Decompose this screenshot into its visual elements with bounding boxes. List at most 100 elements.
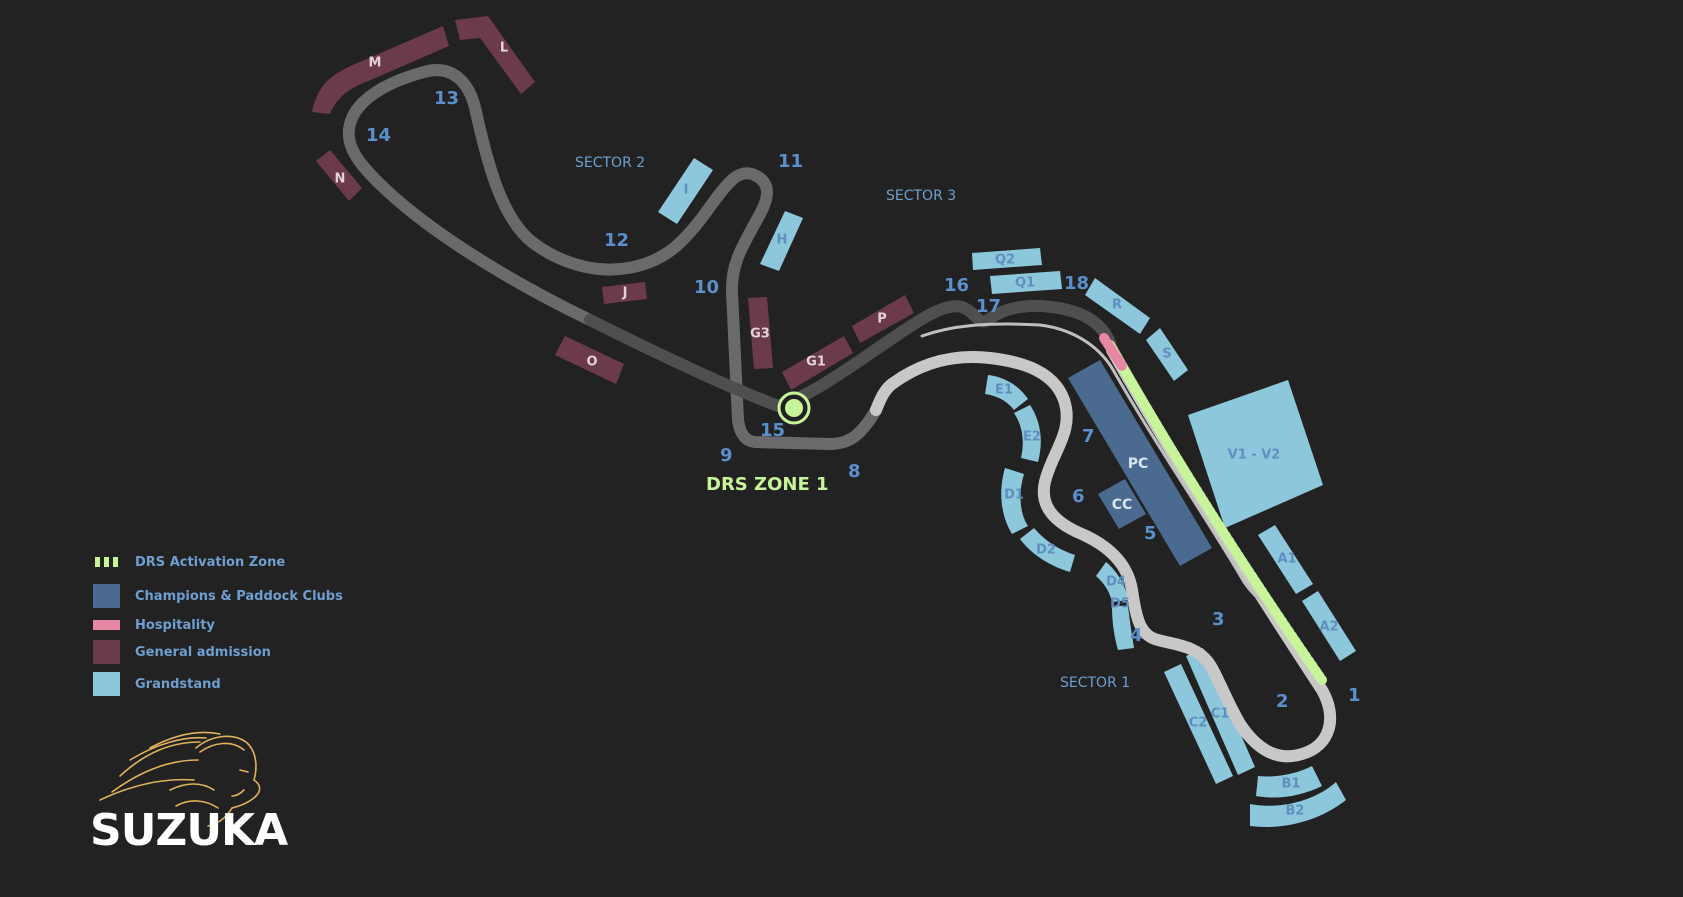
track-sector-2 xyxy=(342,64,882,450)
club-areas xyxy=(1068,360,1212,566)
grandstand-labels: A1 A2 B1 B2 C1 C2 D1 D2 D4 D5 E1 E2 H I … xyxy=(684,183,1339,819)
grandstand-a1[interactable] xyxy=(1258,525,1313,594)
ga-area-g3[interactable] xyxy=(748,297,773,369)
turn-11: 11 xyxy=(778,151,803,172)
ga-area-o[interactable] xyxy=(555,336,624,384)
grandstand-q2[interactable] xyxy=(972,248,1042,270)
legend-item-drs: DRS Activation Zone xyxy=(93,550,285,574)
turn-10: 10 xyxy=(694,277,719,298)
grandstand-c1[interactable] xyxy=(1186,648,1255,775)
drs-swatch-icon xyxy=(95,557,118,567)
stand-label-a1: A1 xyxy=(1277,552,1296,567)
stand-label-d5: D5 xyxy=(1110,597,1130,612)
stand-label-d1: D1 xyxy=(1004,488,1024,503)
sector-3-label: SECTOR 3 xyxy=(886,188,956,204)
club-label-cc: CC xyxy=(1112,497,1133,513)
grandstand-e2[interactable] xyxy=(1014,405,1041,462)
grandstand-b1[interactable] xyxy=(1256,766,1322,798)
legend-label: Champions & Paddock Clubs xyxy=(135,588,343,604)
grandstand-c2[interactable] xyxy=(1164,664,1233,784)
grandstand-swatch xyxy=(93,672,120,696)
legend-label: General admission xyxy=(135,644,271,660)
ga-area-n[interactable] xyxy=(316,150,362,201)
ga-label-j: J xyxy=(622,286,628,301)
grandstand-a2[interactable] xyxy=(1302,591,1356,661)
turn-7: 7 xyxy=(1082,426,1095,447)
sector-1-label: SECTOR 1 xyxy=(1060,675,1130,691)
sector-2-label: SECTOR 2 xyxy=(575,155,645,171)
turn-18: 18 xyxy=(1064,273,1089,294)
track xyxy=(342,64,1337,763)
grandstand-areas xyxy=(658,158,1356,827)
stand-label-e2: E2 xyxy=(1023,430,1041,445)
track-sector-3 xyxy=(584,299,1118,412)
stand-label-e1: E1 xyxy=(995,383,1013,398)
grandstand-v1-v2[interactable] xyxy=(1188,380,1323,528)
legend-item-general-admission: General admission xyxy=(93,640,271,664)
turn-1: 1 xyxy=(1348,685,1361,706)
turn-5: 5 xyxy=(1144,523,1157,544)
grandstand-q1[interactable] xyxy=(990,271,1062,294)
ga-area-l[interactable] xyxy=(455,16,535,94)
club-label-pc: PC xyxy=(1128,456,1149,472)
champions-club-cc[interactable] xyxy=(1098,479,1146,529)
hospitality-swatch xyxy=(93,620,120,630)
grandstand-d5[interactable] xyxy=(1112,606,1134,650)
grandstand-s[interactable] xyxy=(1146,328,1188,381)
stand-label-v1-v2: V1 - V2 xyxy=(1228,448,1281,463)
ga-label-l: L xyxy=(500,41,508,56)
paddock-club-pc[interactable] xyxy=(1068,360,1212,566)
stand-label-b2: B2 xyxy=(1286,804,1305,819)
stand-label-d2: D2 xyxy=(1036,543,1056,558)
ga-label-m: M xyxy=(369,56,382,71)
turn-15: 15 xyxy=(760,420,785,441)
drs-zone-label: DRS ZONE 1 xyxy=(706,474,829,495)
stand-label-i: I xyxy=(684,183,689,198)
legend-label: DRS Activation Zone xyxy=(135,554,286,570)
stand-label-d4: D4 xyxy=(1106,575,1126,590)
legend-label: Hospitality xyxy=(135,617,215,633)
general-admission-areas xyxy=(312,16,914,390)
stand-label-r: R xyxy=(1112,298,1122,313)
grandstand-d1[interactable] xyxy=(1001,468,1028,534)
turn-3: 3 xyxy=(1212,609,1225,630)
turn-8: 8 xyxy=(848,461,861,482)
stand-label-q2: Q2 xyxy=(995,253,1015,268)
ga-label-o: O xyxy=(586,355,597,370)
stand-label-q1: Q1 xyxy=(1015,276,1035,291)
stand-label-b1: B1 xyxy=(1282,777,1301,792)
turn-9: 9 xyxy=(720,445,733,466)
grandstand-r[interactable] xyxy=(1085,278,1150,334)
turn-2: 2 xyxy=(1276,691,1289,712)
ga-area-g1[interactable] xyxy=(782,336,853,390)
grandstand-h[interactable] xyxy=(760,211,803,271)
grandstand-i[interactable] xyxy=(658,158,713,224)
grandstand-d4[interactable] xyxy=(1096,562,1128,602)
turn-16: 16 xyxy=(944,275,969,296)
circuit-title: SUZUKA xyxy=(90,805,288,856)
ga-area-j[interactable] xyxy=(602,282,647,304)
legend-label: Grandstand xyxy=(135,676,221,692)
turn-12: 12 xyxy=(604,230,629,251)
grandstand-b2[interactable] xyxy=(1250,782,1346,827)
ga-label-g3: G3 xyxy=(750,327,770,342)
grandstand-e1[interactable] xyxy=(985,375,1028,410)
pit-lane xyxy=(920,322,1278,618)
turn-17: 17 xyxy=(976,296,1001,317)
turn-4: 4 xyxy=(1130,625,1143,646)
ga-label-n: N xyxy=(335,172,346,187)
legend-item-hospitality: Hospitality xyxy=(93,613,215,637)
stand-label-s: S xyxy=(1162,347,1171,362)
turn-numbers: 1 2 3 4 5 6 7 8 9 10 11 12 13 14 15 16 1… xyxy=(366,88,1361,712)
ga-area-p[interactable] xyxy=(852,295,914,343)
ga-area-m[interactable] xyxy=(312,26,449,114)
clubs-swatch xyxy=(93,584,120,608)
club-labels: PC CC xyxy=(1112,456,1149,513)
ga-label-p: P xyxy=(877,312,887,327)
grandstand-d2[interactable] xyxy=(1020,528,1075,572)
hospitality-marker xyxy=(1099,333,1127,371)
turn-6: 6 xyxy=(1072,486,1085,507)
stand-label-c2: C2 xyxy=(1189,716,1208,731)
legend-item-clubs: Champions & Paddock Clubs xyxy=(93,584,343,608)
